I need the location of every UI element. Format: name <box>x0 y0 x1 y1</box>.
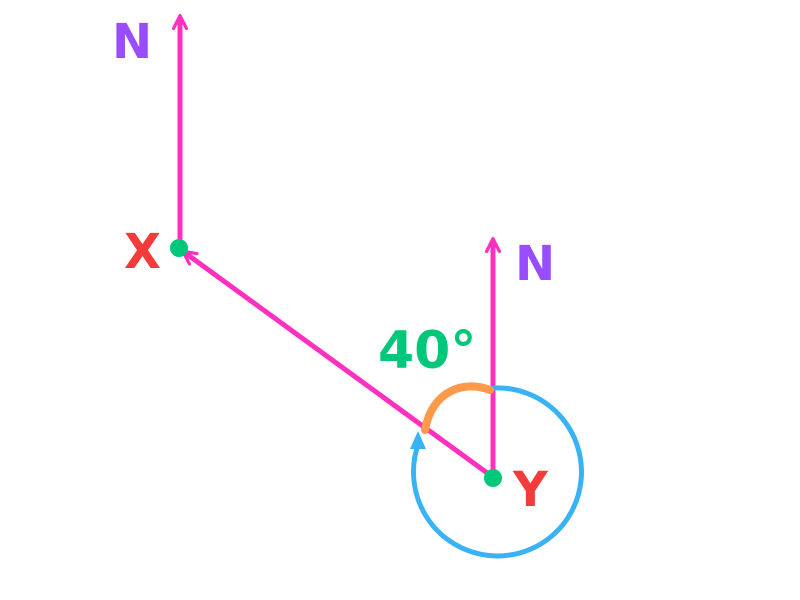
point-x-dot <box>170 239 188 257</box>
point-x-label: X <box>124 224 161 280</box>
angle-label: 40° <box>378 321 476 381</box>
north-label-y: N <box>515 236 555 292</box>
point-y-dot <box>484 469 502 487</box>
point-y-label: Y <box>512 462 549 518</box>
north-label-x: N <box>112 14 152 70</box>
bearing-circle <box>410 385 584 559</box>
direction-arrow-icon <box>410 431 426 449</box>
angle-arc <box>421 382 494 434</box>
bearing-line-y-to-x <box>181 249 493 478</box>
